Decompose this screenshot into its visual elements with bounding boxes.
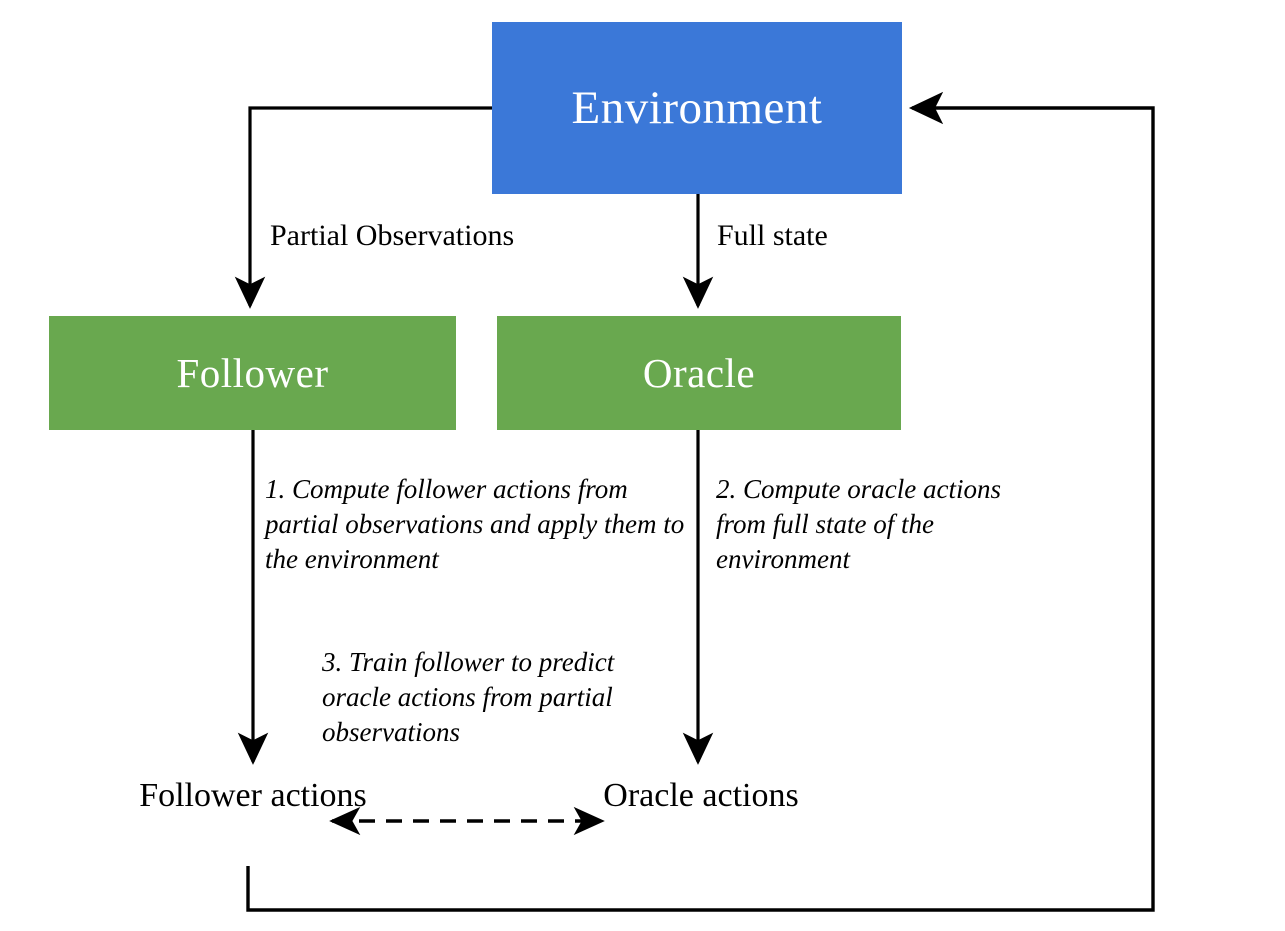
edge-label-full-state: Full state bbox=[717, 219, 828, 252]
edge-environment-to-follower bbox=[234, 106, 492, 309]
edge-label-partial-observations: Partial Observations bbox=[270, 219, 515, 252]
step-2-note: 2. Compute oracle actions from full stat… bbox=[716, 474, 1001, 575]
node-oracle-label: Oracle bbox=[642, 350, 756, 396]
step-1-note: 1. Compute follower actions from partial… bbox=[265, 474, 685, 575]
step-3-note: 3. Train follower to predict oracle acti… bbox=[322, 647, 615, 748]
node-environment-label: Environment bbox=[571, 82, 823, 134]
terminal-follower-actions: Follower actions bbox=[139, 777, 367, 814]
node-oracle[interactable]: Oracle bbox=[497, 316, 901, 430]
terminal-oracle-actions: Oracle actions bbox=[603, 777, 799, 814]
node-environment[interactable]: Environment bbox=[492, 22, 902, 194]
node-follower[interactable]: Follower bbox=[49, 316, 456, 430]
node-follower-label: Follower bbox=[176, 350, 329, 396]
